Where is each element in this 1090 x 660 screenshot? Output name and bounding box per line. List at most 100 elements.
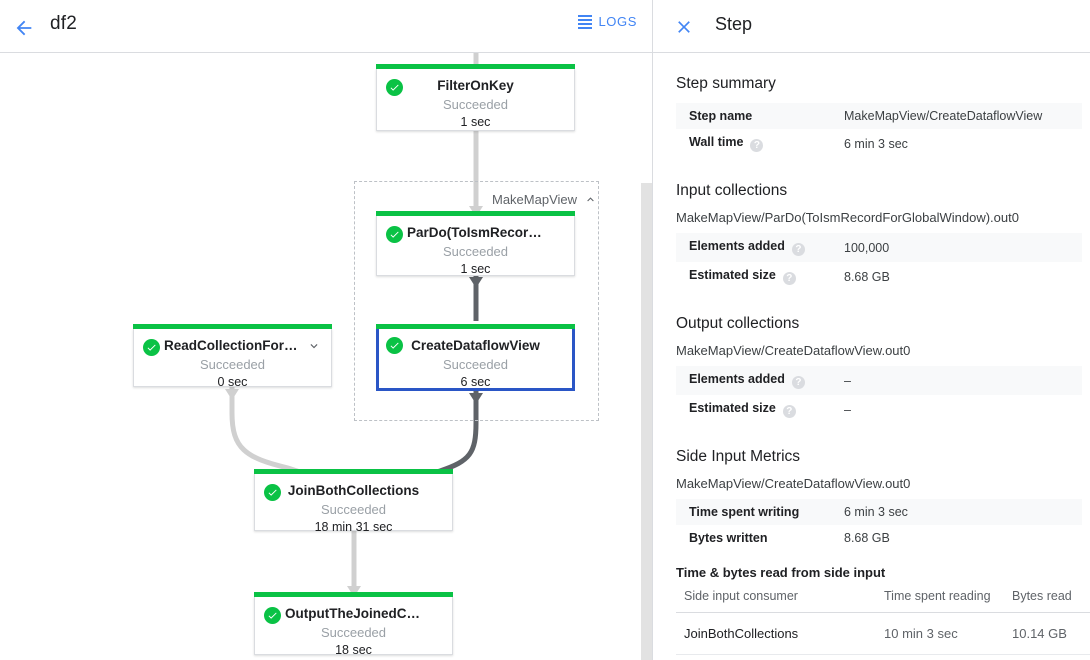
page-title: df2: [50, 13, 78, 34]
column-header-time: Time spent reading: [876, 585, 1004, 613]
cell-consumer: JoinBothCollections: [676, 612, 876, 655]
node-status-bar: [376, 211, 575, 216]
step-details-pane: Step Step summary Step name MakeMapView/…: [653, 0, 1090, 660]
help-icon[interactable]: ?: [750, 139, 764, 152]
output-collections-table: Elements added? – Estimated size? –: [676, 366, 1082, 424]
side-input-metrics-heading: Side Input Metrics: [676, 448, 801, 465]
node-duration: 18 sec: [335, 643, 372, 657]
node-status: Succeeded: [442, 97, 509, 112]
table-header-row: Side input consumer Time spent reading B…: [676, 585, 1090, 613]
graph-node-pardo[interactable]: ParDo(ToIsmRecordFor… Succeeded 1 sec: [376, 211, 575, 276]
table-row: Elements added? –: [676, 366, 1082, 395]
row-value: 100,000: [844, 240, 890, 255]
input-collections-table: Elements added? 100,000 Estimated size? …: [676, 233, 1082, 291]
row-value: 6 min 3 sec: [844, 136, 908, 151]
help-icon[interactable]: ?: [782, 405, 796, 418]
row-value: –: [844, 373, 851, 388]
success-check-icon: [386, 337, 403, 354]
row-value: 8.68 GB: [844, 269, 890, 284]
graph-node-readcollectionforjoin[interactable]: ReadCollectionForJoin Succeeded 0 sec: [133, 324, 332, 389]
help-icon[interactable]: ?: [791, 376, 805, 389]
table-row: Elements added? 100,000: [676, 233, 1082, 262]
node-name: ParDo(ToIsmRecordFor…: [407, 225, 572, 240]
side-input-metrics-table: Time spent writing 6 min 3 sec Bytes wri…: [676, 499, 1082, 551]
row-key-label: Elements added: [689, 239, 785, 253]
row-key: Estimated size?: [676, 395, 844, 424]
row-key-label: Estimated size: [689, 401, 776, 415]
step-summary-heading: Step summary: [676, 75, 776, 92]
close-x-icon[interactable]: [669, 12, 699, 42]
node-name: CreateDataflowView: [411, 338, 540, 353]
success-check-icon: [264, 484, 281, 501]
node-status: Succeeded: [442, 244, 509, 259]
node-duration: 0 sec: [217, 375, 248, 389]
graph-node-joinbothcollections[interactable]: JoinBothCollections Succeeded 18 min 31 …: [254, 469, 453, 534]
back-arrow-icon[interactable]: [8, 12, 40, 44]
help-icon[interactable]: ?: [782, 272, 796, 285]
node-name: OutputTheJoinedCollec…: [285, 606, 451, 621]
node-status-bar: [376, 64, 575, 69]
help-icon[interactable]: ?: [791, 243, 805, 256]
success-check-icon: [143, 339, 160, 356]
node-status-bar: [133, 324, 332, 329]
column-header-consumer: Side input consumer: [676, 585, 876, 613]
table-row: Estimated size? –: [676, 395, 1082, 424]
side-input-read-heading: Time & bytes read from side input: [676, 565, 886, 580]
job-graph-canvas[interactable]: MakeMapView FilterOnKey Succeeded 1 sec: [0, 53, 653, 660]
table-row: Step name MakeMapView/CreateDataflowView: [676, 103, 1082, 129]
row-key: Step name: [689, 109, 753, 123]
node-duration: 1 sec: [460, 262, 491, 276]
row-key-label: Elements added: [689, 372, 785, 386]
table-row[interactable]: JoinBothCollections 10 min 3 sec 10.14 G…: [676, 612, 1090, 655]
makemapview-group-label-text: MakeMapView: [492, 192, 578, 207]
row-value: MakeMapView/CreateDataflowView: [844, 109, 1043, 123]
row-key-label: Estimated size: [689, 268, 776, 282]
row-key: Estimated size?: [676, 262, 844, 291]
node-name: FilterOnKey: [437, 78, 514, 93]
table-row: Wall time? 6 min 3 sec: [676, 129, 1082, 158]
node-status: Succeeded: [199, 357, 266, 372]
chevron-up-icon: [587, 197, 594, 202]
table-row: Bytes written 8.68 GB: [676, 525, 1082, 551]
success-check-icon: [264, 607, 281, 624]
job-graph-pane: df2 LOGS: [0, 0, 653, 660]
row-value: 6 min 3 sec: [844, 505, 908, 519]
makemapview-group-label[interactable]: MakeMapView: [492, 192, 597, 207]
node-status-bar: [254, 469, 453, 474]
graph-node-createdataflowview[interactable]: CreateDataflowView Succeeded 6 sec: [376, 324, 575, 391]
cell-time: 10 min 3 sec: [876, 612, 1004, 655]
row-value: –: [844, 402, 851, 417]
node-status-bar: [376, 324, 575, 329]
column-header-bytes: Bytes read: [1004, 585, 1090, 613]
cell-bytes: 10.14 GB: [1004, 612, 1090, 655]
makemapview-group-box: [354, 181, 599, 421]
node-status: Succeeded: [320, 625, 387, 640]
node-duration: 6 sec: [460, 375, 491, 389]
row-key: Time spent writing: [689, 505, 800, 519]
table-row: Estimated size? 8.68 GB: [676, 262, 1082, 291]
logs-list-icon: [578, 14, 593, 29]
row-value: 8.68 GB: [844, 531, 890, 545]
pane-divider: [652, 0, 653, 660]
graph-vertical-scrollbar[interactable]: [641, 183, 652, 660]
job-header-bar: df2 LOGS: [0, 0, 653, 53]
step-details-body: Step summary Step name MakeMapView/Creat…: [653, 53, 1090, 655]
success-check-icon: [386, 79, 403, 96]
logs-button-label: LOGS: [598, 14, 637, 29]
row-key: Wall time?: [676, 129, 844, 158]
graph-node-outputthejoinedcollection[interactable]: OutputTheJoinedCollec… Succeeded 18 sec: [254, 592, 453, 657]
side-input-collection-name: MakeMapView/CreateDataflowView.out0: [676, 476, 911, 491]
chevron-down-icon[interactable]: [307, 339, 321, 353]
input-collection-name: MakeMapView/ParDo(ToIsmRecordForGlobalWi…: [676, 210, 1019, 225]
step-panel-header: Step: [653, 0, 1090, 53]
node-status-bar: [254, 592, 453, 597]
step-summary-table: Step name MakeMapView/CreateDataflowView…: [676, 103, 1082, 158]
step-panel-title: Step: [715, 14, 753, 34]
node-name: JoinBothCollections: [287, 483, 420, 498]
node-duration: 1 sec: [460, 115, 491, 129]
node-status: Succeeded: [442, 357, 509, 372]
success-check-icon: [386, 226, 403, 243]
graph-node-filteronkey[interactable]: FilterOnKey Succeeded 1 sec: [376, 64, 575, 131]
input-collections-heading: Input collections: [676, 182, 788, 199]
logs-button[interactable]: LOGS: [578, 14, 637, 29]
